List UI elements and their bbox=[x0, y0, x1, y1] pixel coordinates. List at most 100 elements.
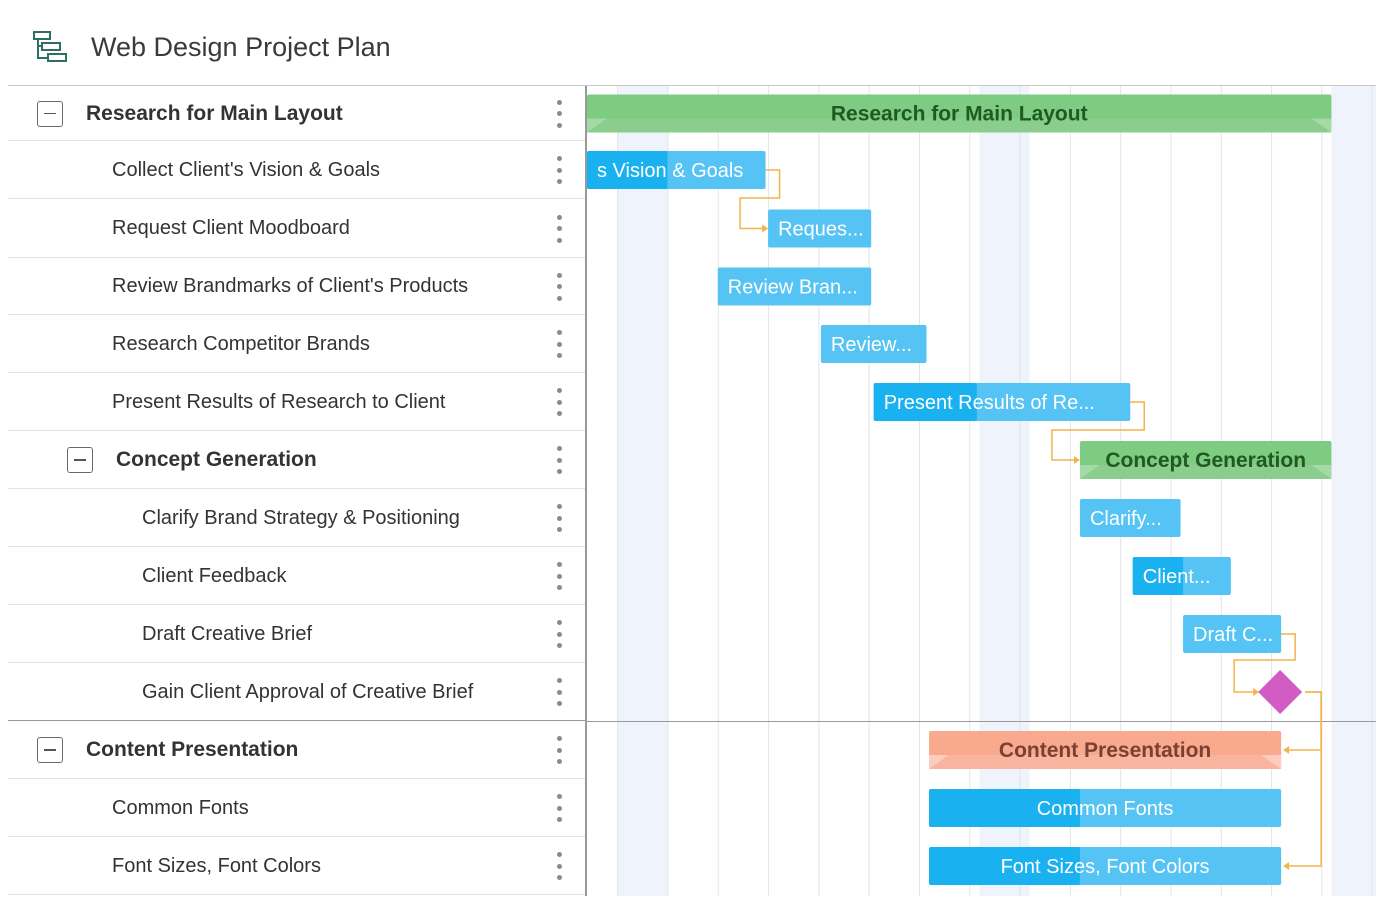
bar-label: Review Bran... bbox=[728, 277, 858, 299]
dependency-link[interactable] bbox=[739, 169, 781, 230]
bar-body[interactable] bbox=[717, 267, 872, 306]
task-name: Request Client Moodboard bbox=[112, 217, 350, 239]
gantt-app: Web Design Project Plan Research for Mai… bbox=[8, 8, 1376, 896]
row-menu-kebab-icon[interactable] bbox=[552, 502, 568, 534]
dependency-link[interactable] bbox=[1233, 633, 1296, 693]
bar-label: Content Presentation bbox=[999, 739, 1211, 762]
row-menu-kebab-icon[interactable] bbox=[552, 154, 568, 186]
task-name: Gain Client Approval of Creative Brief bbox=[142, 681, 474, 703]
bar-label: s Vision & Goals bbox=[597, 160, 743, 182]
gantt-bar-moodboard[interactable]: Reques... bbox=[768, 209, 872, 248]
page-title: Web Design Project Plan bbox=[91, 32, 391, 62]
task-name: Research Competitor Brands bbox=[112, 333, 370, 355]
task-row-competitor[interactable]: Research Competitor Brands bbox=[8, 315, 585, 373]
bar-label: Font Sizes, Font Colors bbox=[1001, 856, 1210, 878]
gantt-bar-competitor[interactable]: Review... bbox=[820, 325, 927, 363]
task-name: Concept Generation bbox=[116, 448, 317, 471]
bar-progress bbox=[873, 383, 977, 421]
row-menu-kebab-icon[interactable] bbox=[552, 98, 568, 130]
bar-body[interactable] bbox=[1079, 499, 1181, 537]
gantt-bar-clarify[interactable]: Clarify... bbox=[1079, 499, 1181, 537]
task-row-content[interactable]: Content Presentation bbox=[8, 721, 585, 779]
row-menu-kebab-icon[interactable] bbox=[552, 328, 568, 360]
task-row-approval[interactable]: Gain Client Approval of Creative Brief bbox=[8, 663, 585, 721]
gantt-bar-approval[interactable] bbox=[1258, 670, 1303, 714]
weekend-column bbox=[617, 86, 668, 896]
row-menu-kebab-icon[interactable] bbox=[552, 618, 568, 650]
summary-underlay bbox=[1079, 465, 1332, 479]
bar-label: Draft C... bbox=[1193, 624, 1273, 646]
row-menu-kebab-icon[interactable] bbox=[552, 676, 568, 708]
bar-label: Client... bbox=[1143, 566, 1211, 588]
summary-underlay bbox=[587, 118, 1332, 133]
collapse-toggle-icon[interactable] bbox=[67, 447, 93, 473]
collapse-toggle-icon[interactable] bbox=[37, 737, 63, 763]
task-row-research[interactable]: Research for Main Layout bbox=[8, 86, 585, 141]
bar-body[interactable] bbox=[820, 325, 927, 363]
gantt-bar-brief[interactable]: Draft C... bbox=[1183, 615, 1282, 653]
milestone-diamond[interactable] bbox=[1258, 670, 1303, 714]
row-menu-kebab-icon[interactable] bbox=[552, 444, 568, 476]
task-row-present[interactable]: Present Results of Research to Client bbox=[8, 373, 585, 431]
bar-label: Present Results of Re... bbox=[884, 392, 1095, 414]
summary-bracket bbox=[587, 118, 1332, 133]
row-menu-kebab-icon[interactable] bbox=[552, 560, 568, 592]
bar-label: Reques... bbox=[778, 219, 864, 241]
bar-body[interactable] bbox=[768, 209, 872, 248]
gantt-bar-fonts[interactable]: Common Fonts bbox=[929, 789, 1282, 827]
task-name: Font Sizes, Font Colors bbox=[112, 855, 321, 877]
task-row-sizes[interactable]: Font Sizes, Font Colors bbox=[8, 837, 585, 895]
header: Web Design Project Plan bbox=[8, 8, 1376, 86]
bar-label: Research for Main Layout bbox=[831, 103, 1088, 126]
bar-progress bbox=[587, 151, 668, 189]
gantt-bar-sizes[interactable]: Font Sizes, Font Colors bbox=[929, 847, 1282, 885]
link-arrowhead bbox=[1283, 746, 1290, 754]
summary-bracket bbox=[1079, 465, 1332, 479]
task-name: Client Feedback bbox=[142, 565, 287, 587]
gantt-bar-content[interactable]: Content Presentation bbox=[929, 731, 1282, 769]
gantt-bar-feedback[interactable]: Client... bbox=[1132, 557, 1231, 595]
dependency-link[interactable] bbox=[1051, 401, 1145, 461]
gantt-bar-research[interactable]: Research for Main Layout bbox=[587, 94, 1332, 133]
gantt-bar-present[interactable]: Present Results of Re... bbox=[873, 383, 1131, 421]
task-row-clarify[interactable]: Clarify Brand Strategy & Positioning bbox=[8, 489, 585, 547]
bar-body[interactable] bbox=[1183, 615, 1282, 653]
task-name: Collect Client's Vision & Goals bbox=[112, 159, 381, 181]
dependency-links bbox=[739, 169, 1322, 870]
gantt-bar-concept[interactable]: Concept Generation bbox=[1079, 441, 1332, 479]
link-arrowhead bbox=[762, 224, 769, 233]
task-name: Research for Main Layout bbox=[86, 102, 343, 125]
task-row-vision[interactable]: Collect Client's Vision & Goals bbox=[8, 141, 585, 199]
task-row-brandmarks[interactable]: Review Brandmarks of Client's Products bbox=[8, 258, 585, 315]
task-row-concept[interactable]: Concept Generation bbox=[8, 431, 585, 489]
row-menu-kebab-icon[interactable] bbox=[552, 271, 568, 303]
row-menu-kebab-icon[interactable] bbox=[552, 734, 568, 766]
bar-label: Review... bbox=[831, 334, 912, 356]
task-name: Content Presentation bbox=[86, 738, 299, 761]
dependency-link[interactable] bbox=[1289, 691, 1322, 867]
bar-progress bbox=[929, 789, 1080, 827]
task-row-brief[interactable]: Draft Creative Brief bbox=[8, 605, 585, 663]
link-arrowhead bbox=[1073, 456, 1080, 464]
row-menu-kebab-icon[interactable] bbox=[552, 792, 568, 824]
weekend-column bbox=[979, 86, 1030, 896]
row-menu-kebab-icon[interactable] bbox=[552, 213, 568, 245]
bar-progress bbox=[929, 847, 1080, 885]
bar-progress bbox=[1132, 557, 1184, 595]
link-arrowhead bbox=[1283, 862, 1290, 870]
row-menu-kebab-icon[interactable] bbox=[552, 386, 568, 418]
collapse-toggle-icon[interactable] bbox=[37, 100, 63, 127]
gantt-timeline: Research for Main Layout s Vision & Goals… bbox=[587, 86, 1376, 896]
gantt-chart-icon bbox=[33, 31, 67, 62]
task-row-feedback[interactable]: Client Feedback bbox=[8, 547, 585, 605]
task-name: Present Results of Research to Client bbox=[112, 391, 446, 413]
timeline-grid bbox=[587, 86, 1376, 896]
task-row-fonts[interactable]: Common Fonts bbox=[8, 779, 585, 837]
gantt-bars: Research for Main Layout s Vision & Goals… bbox=[587, 94, 1332, 885]
gantt-bar-brandmarks[interactable]: Review Bran... bbox=[717, 267, 872, 306]
task-row-moodboard[interactable]: Request Client Moodboard bbox=[8, 199, 585, 258]
task-name: Review Brandmarks of Client's Products bbox=[112, 275, 469, 297]
row-menu-kebab-icon[interactable] bbox=[552, 850, 568, 882]
gantt-bar-vision[interactable]: s Vision & Goals bbox=[587, 151, 766, 189]
